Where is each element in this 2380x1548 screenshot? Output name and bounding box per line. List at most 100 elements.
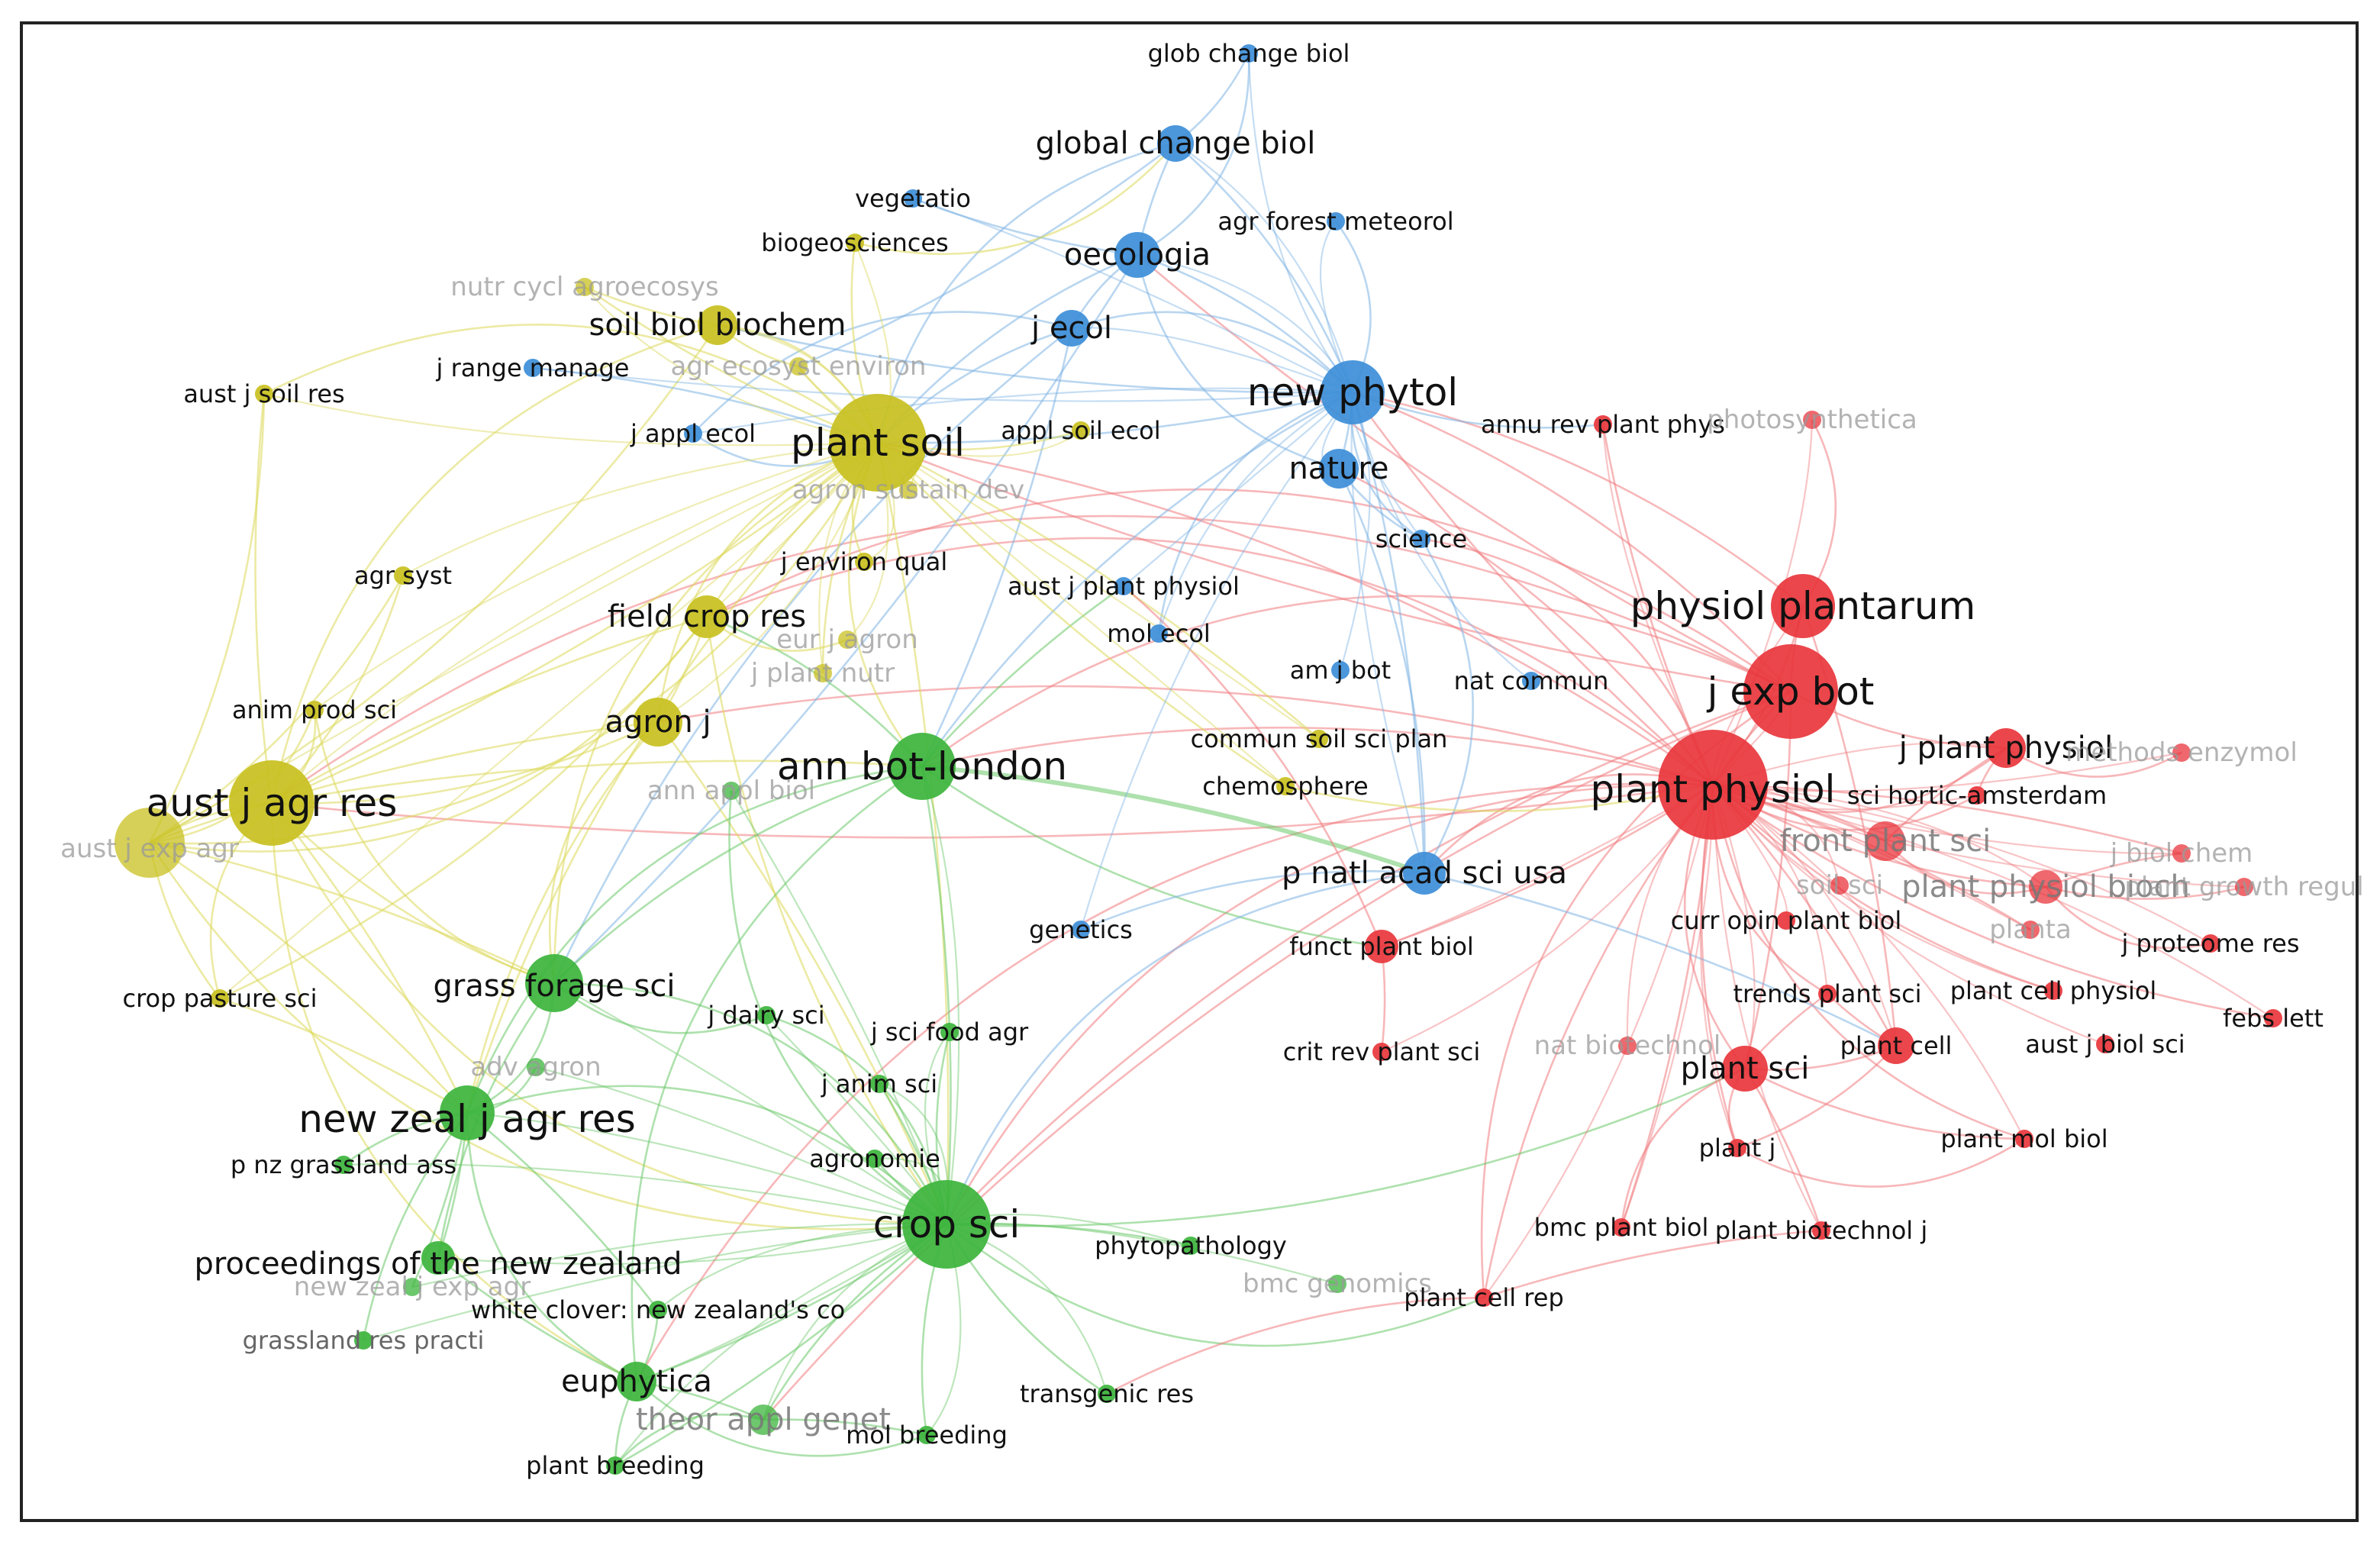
node-soil-biol-biochem[interactable] bbox=[698, 305, 737, 345]
node-j-plant-nutr[interactable] bbox=[814, 664, 832, 682]
node-plant-growth-regul[interactable] bbox=[2235, 878, 2253, 896]
node-p-natl-acad-sci-usa[interactable] bbox=[1403, 852, 1446, 895]
node-field-crop-res[interactable] bbox=[685, 595, 728, 638]
node-nature[interactable] bbox=[1319, 449, 1359, 489]
node-aust-j-plant-physiol[interactable] bbox=[1114, 577, 1133, 595]
node-bmc-plant-biol[interactable] bbox=[1612, 1218, 1630, 1237]
node-agr-syst[interactable] bbox=[394, 566, 412, 585]
node-plant-biotechnol-j[interactable] bbox=[1812, 1221, 1830, 1240]
label-field-crop-res: field crop res bbox=[608, 599, 806, 634]
node-aust-j-soil-res[interactable] bbox=[255, 385, 273, 403]
label-soil-sci: soil sci bbox=[1796, 870, 1883, 901]
node-genetics[interactable] bbox=[1072, 921, 1090, 939]
node-phytopathology[interactable] bbox=[1182, 1237, 1200, 1255]
edge-crop-sci-euphytica bbox=[636, 1223, 947, 1383]
node-j-dairy-sci[interactable] bbox=[757, 1006, 776, 1024]
node-plant-cell[interactable] bbox=[1878, 1027, 1914, 1064]
node-global-change-biol[interactable] bbox=[1157, 125, 1194, 162]
node-plant-sci[interactable] bbox=[1722, 1046, 1768, 1092]
node-agr-forest-meteorol[interactable] bbox=[1327, 212, 1345, 231]
node-science[interactable] bbox=[1412, 530, 1430, 548]
node-aust-j-agr-res[interactable] bbox=[229, 760, 314, 846]
node-new-zeal-j-exp-agr[interactable] bbox=[403, 1278, 421, 1296]
edge-ann-bot-london-funct-plant-biol bbox=[921, 765, 1382, 948]
edge-plant-soil-aust-j-agr-res bbox=[271, 441, 879, 805]
node-grassland-res-practi[interactable] bbox=[354, 1331, 372, 1350]
node-j-biol-chem[interactable] bbox=[2172, 844, 2191, 863]
node-mol-ecol[interactable] bbox=[1150, 624, 1168, 643]
node-agronomie[interactable] bbox=[866, 1150, 884, 1168]
node-j-range-manage[interactable] bbox=[524, 359, 542, 377]
node-sci-hortic-amsterdam[interactable] bbox=[1968, 786, 1986, 805]
node-methods-enzymol[interactable] bbox=[2172, 743, 2191, 762]
node-curr-opin-plant-biol[interactable] bbox=[1777, 911, 1795, 930]
node-funct-plant-biol[interactable] bbox=[1365, 930, 1398, 963]
node-j-sci-food-agr[interactable] bbox=[940, 1023, 959, 1041]
node-commun-soil-sci-plan[interactable] bbox=[1310, 730, 1328, 748]
edge-ann-bot-london-euphytica bbox=[630, 765, 923, 1382]
node-p-nz-grassland-ass[interactable] bbox=[334, 1156, 353, 1174]
node-crit-rev-plant-sci[interactable] bbox=[1372, 1043, 1391, 1061]
node-j-appl-ecol[interactable] bbox=[684, 424, 702, 443]
node-photosynthetica[interactable] bbox=[1803, 411, 1821, 429]
node-transgenic-res[interactable] bbox=[1098, 1385, 1116, 1403]
node-j-exp-bot[interactable] bbox=[1743, 644, 1838, 739]
node-new-phytol[interactable] bbox=[1321, 360, 1385, 424]
node-white-clover-new-zealands-co[interactable] bbox=[649, 1301, 667, 1319]
node-annu-rev-plant-phys[interactable] bbox=[1594, 415, 1612, 434]
node-bmc-genomics[interactable] bbox=[1328, 1275, 1346, 1293]
node-appl-soil-ecol[interactable] bbox=[1072, 421, 1090, 440]
edge-hub-new-zeal-j-exp-agr bbox=[411, 1223, 947, 1288]
node-nutr-cycl-agroecosys[interactable] bbox=[576, 278, 594, 296]
node-proceedings-of-the-new-zealand[interactable] bbox=[421, 1241, 455, 1275]
node-aust-j-exp-agr[interactable] bbox=[114, 808, 185, 878]
label-agr-forest-meteorol: agr forest meteorol bbox=[1217, 207, 1453, 236]
node-crop-pasture-sci[interactable] bbox=[211, 989, 229, 1008]
node-plant-physiol[interactable] bbox=[1658, 730, 1768, 840]
node-am-j-bot[interactable] bbox=[1331, 661, 1350, 679]
node-j-plant-physiol[interactable] bbox=[1986, 728, 2026, 768]
node-eur-j-agron[interactable] bbox=[838, 630, 856, 649]
node-j-environ-qual[interactable] bbox=[855, 553, 873, 571]
node-trends-plant-sci[interactable] bbox=[1818, 985, 1837, 1003]
node-adv-agron[interactable] bbox=[527, 1058, 545, 1076]
node-new-zeal-j-agr-res[interactable] bbox=[440, 1085, 495, 1140]
node-agr-ecosyst-environ[interactable] bbox=[789, 357, 808, 376]
node-oecologia[interactable] bbox=[1114, 232, 1160, 278]
node-anim-prod-sci[interactable] bbox=[305, 701, 324, 719]
node-glob-change-biol[interactable] bbox=[1240, 44, 1258, 63]
node-mol-breeding[interactable] bbox=[917, 1426, 936, 1444]
node-plant-soil[interactable] bbox=[829, 394, 927, 492]
node-chemosphere[interactable] bbox=[1276, 777, 1295, 795]
node-plant-breeding[interactable] bbox=[606, 1456, 624, 1475]
node-theor-appl-genet[interactable] bbox=[748, 1404, 779, 1435]
node-front-plant-sci[interactable] bbox=[1866, 821, 1905, 861]
node-j-ecol[interactable] bbox=[1053, 310, 1090, 347]
node-biogeosciences[interactable] bbox=[846, 234, 864, 252]
node-physiol-plantarum[interactable] bbox=[1771, 574, 1835, 638]
edge-plant-physiol-crop-sci bbox=[945, 783, 1714, 1225]
node-planta[interactable] bbox=[2021, 921, 2040, 939]
node-vegetatio[interactable] bbox=[904, 189, 922, 208]
node-j-proteome-res[interactable] bbox=[2201, 934, 2220, 953]
node-crop-sci[interactable] bbox=[902, 1180, 991, 1269]
node-plant-physiol-bioch[interactable] bbox=[2029, 870, 2062, 904]
node-aust-j-biol-sci[interactable] bbox=[2096, 1035, 2114, 1053]
node-plant-cell-rep[interactable] bbox=[1475, 1288, 1493, 1307]
node-euphytica[interactable] bbox=[617, 1362, 656, 1401]
node-nat-commun[interactable] bbox=[1522, 672, 1540, 690]
node-plant-cell-physiol[interactable] bbox=[2044, 982, 2062, 1000]
node-soil-sci[interactable] bbox=[1830, 876, 1849, 895]
node-febs-lett[interactable] bbox=[2264, 1009, 2282, 1027]
node-agron-sustain-dev[interactable] bbox=[899, 481, 917, 499]
edge-aust-j-exp-agr-crop-sci bbox=[148, 842, 947, 1230]
label-agr-syst: agr syst bbox=[354, 561, 452, 590]
node-nat-biotechnol[interactable] bbox=[1618, 1037, 1637, 1055]
node-ann-appl-biol[interactable] bbox=[722, 782, 740, 800]
node-j-anim-sci[interactable] bbox=[870, 1075, 888, 1093]
node-plant-j[interactable] bbox=[1728, 1139, 1746, 1157]
node-agron-j[interactable] bbox=[634, 698, 682, 747]
node-grass-forage-sci[interactable] bbox=[525, 954, 583, 1012]
node-plant-mol-biol[interactable] bbox=[2015, 1130, 2033, 1148]
node-ann-bot-london[interactable] bbox=[888, 733, 956, 800]
